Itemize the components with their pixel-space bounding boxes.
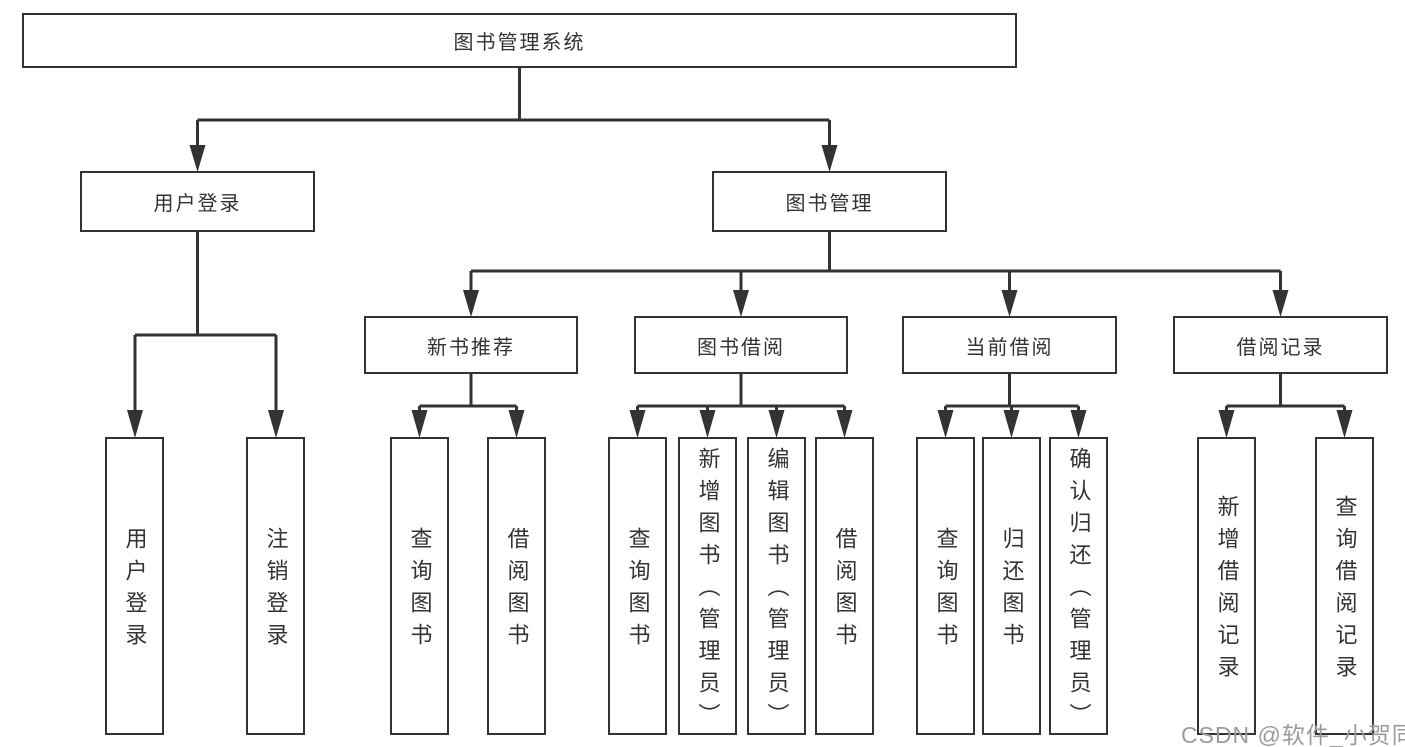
connector-borrow-record [1225,374,1346,412]
node-leaf-query-books-rec-label: 查询图书 [407,527,433,655]
node-leaf-add-borrow-record-label: 新增借阅记录 [1214,495,1240,687]
node-user-login-label: 用户登录 [153,193,242,215]
node-root-label: 图书管理系统 [453,32,586,54]
connector-book-borrow [636,374,846,412]
node-book-borrow-label: 图书借阅 [697,336,785,359]
node-book-mgmt: 图书管理 [712,171,947,232]
node-leaf-borrow-books-rec-label: 借阅图书 [504,527,530,655]
node-leaf-edit-books-admin: 编辑图书（管理员） [747,437,806,735]
node-leaf-add-books-admin-label: 新增图书（管理员） [695,447,721,735]
connector-book-mgmt [469,232,1282,292]
node-leaf-add-books-admin: 新增图书（管理员） [678,437,737,735]
node-leaf-logout-label: 注销登录 [263,527,289,655]
connector-user-login [133,232,278,412]
node-leaf-query-books-borrow-label: 查询图书 [625,527,651,655]
node-leaf-borrow-books-label: 借阅图书 [832,527,858,655]
node-leaf-query-books-current: 查询图书 [916,437,975,735]
arrowheads-book-mgmt [463,290,1289,317]
arrowheads-new-book-rec [411,410,525,438]
node-leaf-user-login: 用户登录 [105,437,164,735]
node-leaf-confirm-return-admin: 确认归还（管理员） [1049,437,1108,735]
node-leaf-borrow-books-rec: 借阅图书 [487,437,546,735]
node-leaf-edit-books-admin-label: 编辑图书（管理员） [764,447,790,735]
connector-current-borrow [944,374,1080,412]
connector-new-book-rec [418,374,518,412]
arrowheads-root [189,145,838,172]
node-leaf-query-books-current-label: 查询图书 [933,527,959,655]
node-leaf-return-books-label: 归还图书 [999,527,1025,655]
node-leaf-borrow-books: 借阅图书 [815,437,874,735]
node-book-mgmt-label: 图书管理 [785,193,874,215]
node-book-borrow: 图书借阅 [634,316,848,374]
arrowheads-user-login [127,410,284,438]
node-current-borrow-label: 当前借阅 [965,336,1054,359]
node-new-book-rec: 新书推荐 [364,316,578,374]
watermark: CSDN @软件_小贺同学 [1181,722,1405,747]
node-leaf-return-books: 归还图书 [982,437,1041,735]
arrowheads-borrow-record [1218,410,1353,438]
node-leaf-confirm-return-admin-label: 确认归还（管理员） [1066,447,1092,735]
node-leaf-query-books-rec: 查询图书 [390,437,449,735]
node-root: 图书管理系统 [22,13,1017,68]
node-leaf-query-borrow-record-label: 查询借阅记录 [1332,495,1358,687]
arrowheads-current-borrow [937,410,1087,438]
node-leaf-query-books-borrow: 查询图书 [608,437,667,735]
node-leaf-query-borrow-record: 查询借阅记录 [1315,437,1374,735]
arrowheads-book-borrow [629,410,853,438]
connector-root [196,68,831,147]
node-user-login: 用户登录 [80,171,315,232]
node-new-book-rec-label: 新书推荐 [427,336,515,359]
node-current-borrow: 当前借阅 [902,316,1117,374]
node-leaf-logout: 注销登录 [246,437,305,735]
node-borrow-record-label: 借阅记录 [1236,336,1325,359]
node-leaf-user-login-label: 用户登录 [122,527,148,655]
node-leaf-add-borrow-record: 新增借阅记录 [1197,437,1256,735]
node-borrow-record: 借阅记录 [1173,316,1388,374]
